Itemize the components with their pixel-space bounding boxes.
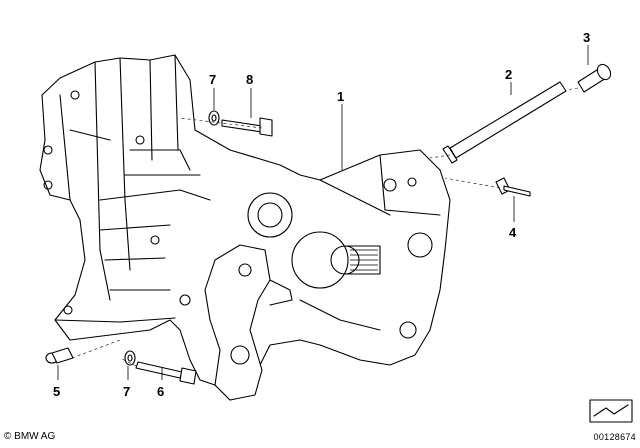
copyright-text: © BMW AG — [4, 431, 56, 442]
washer-7-upper — [208, 110, 220, 126]
callout-1: 1 — [337, 89, 345, 104]
callout-8: 8 — [246, 72, 254, 87]
callout-4: 4 — [509, 225, 517, 240]
hex-socket-screw-3 — [577, 63, 612, 93]
callout-5: 5 — [53, 384, 61, 399]
callout-3: 3 — [583, 30, 591, 45]
gear-housing — [39, 54, 451, 401]
bolt-8 — [221, 117, 273, 137]
page-curl-icon — [589, 399, 633, 423]
washer-7-lower — [124, 350, 136, 366]
callout-2: 2 — [505, 67, 513, 82]
hex-bolt-4 — [495, 177, 531, 197]
callout-7-upper: 7 — [209, 72, 217, 87]
long-bolt — [442, 81, 567, 164]
callout-6: 6 — [157, 384, 165, 399]
callout-7-lower: 7 — [123, 384, 131, 399]
bolt-6 — [135, 361, 197, 385]
diagram-number: 00128674 — [593, 432, 636, 442]
hex-socket-screw-5 — [45, 347, 74, 364]
